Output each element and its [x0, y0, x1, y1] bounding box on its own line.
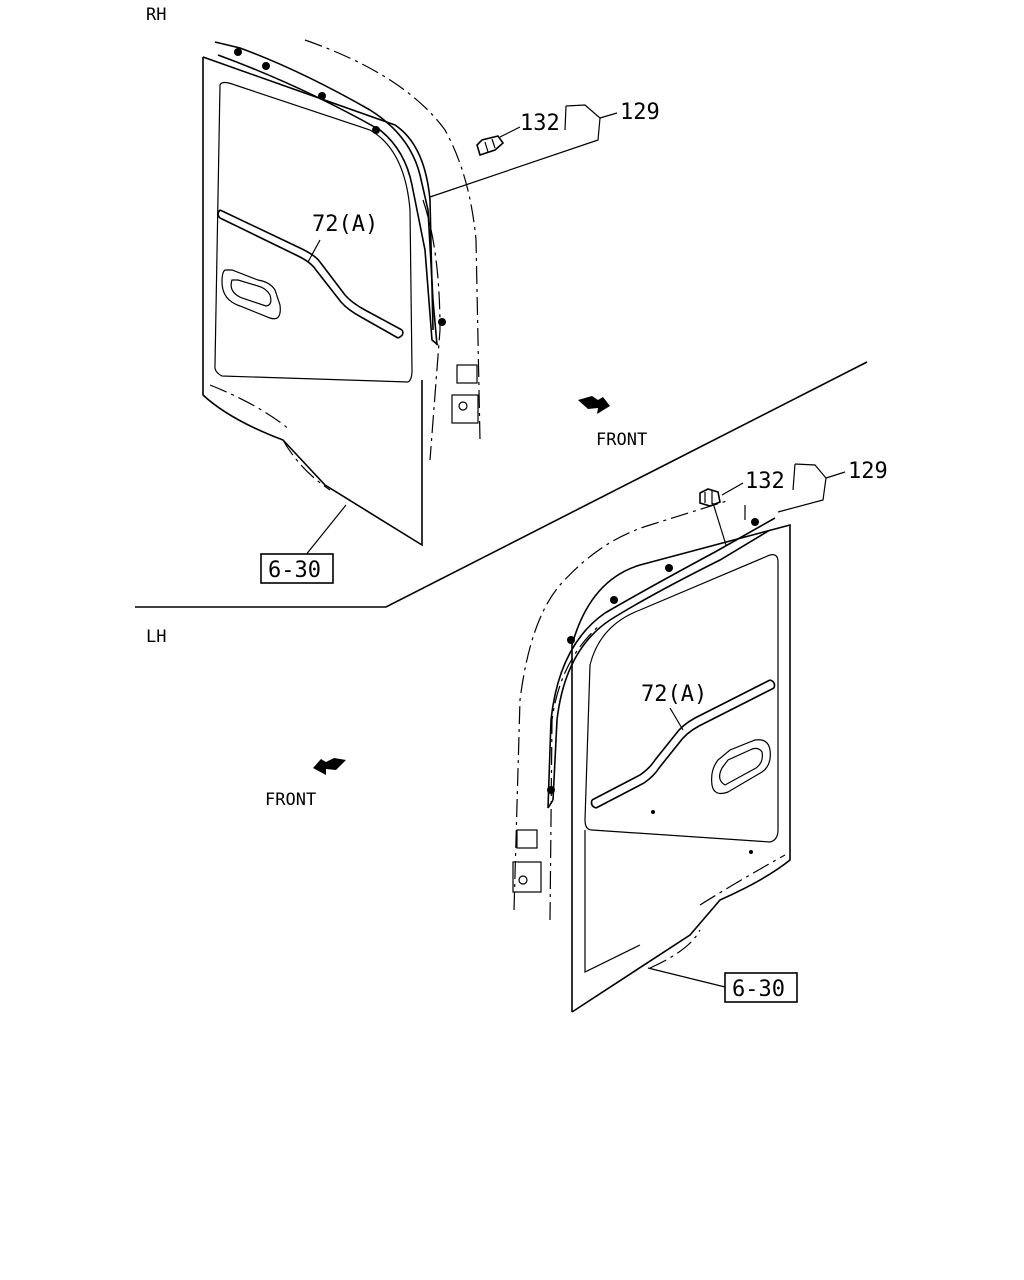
rh-clip-part: [476, 135, 505, 157]
lh-door-panel: [512, 499, 791, 1013]
lh-clip-part: [699, 488, 727, 546]
section-divider: [135, 361, 868, 608]
rh-front-label: FRONT: [596, 430, 647, 450]
rh-front-arrow-icon: [578, 396, 610, 414]
lh-front-label: FRONT: [265, 790, 316, 810]
lh-clip-callout: 132: [745, 469, 785, 494]
rh-section-label: RH: [146, 5, 166, 25]
lh-reference-label: 6-30: [732, 977, 785, 1002]
lh-section-label: LH: [146, 627, 166, 647]
rh-reference-box: [260, 553, 334, 584]
rh-assembly-callout: 129: [620, 100, 660, 125]
rh-side-moulding: [217, 209, 404, 339]
lh-side-moulding: [590, 679, 776, 809]
rh-door-panel: [202, 39, 481, 547]
lh-moulding-callout: 72(A): [641, 682, 707, 707]
lh-assembly-callout: 129: [848, 459, 888, 484]
lh-reference-box: [724, 972, 798, 1003]
rh-clip-callout: 132: [520, 111, 560, 136]
lh-front-arrow-icon: [313, 758, 346, 775]
rh-door-handle: [221, 269, 281, 320]
lh-door-handle: [711, 739, 771, 795]
rh-reference-label: 6-30: [268, 558, 321, 583]
rh-moulding-callout: 72(A): [312, 212, 378, 237]
